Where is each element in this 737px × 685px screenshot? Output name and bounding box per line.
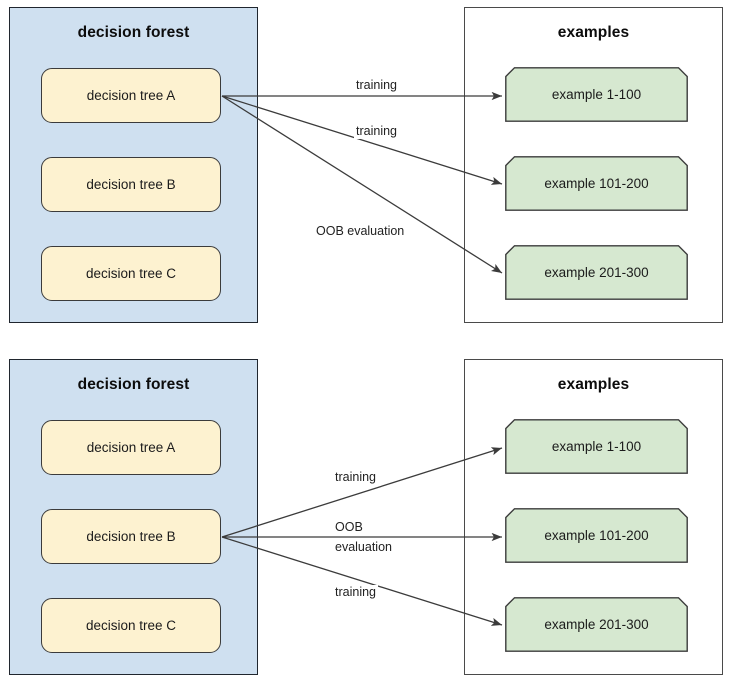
edge-oob-evaluation bbox=[221, 95, 503, 274]
example-box-shape bbox=[505, 508, 688, 563]
tree-box-b[interactable]: decision tree B bbox=[41, 509, 221, 564]
edge-label-training-2: training bbox=[354, 124, 399, 139]
tree-box-c[interactable]: decision tree C bbox=[41, 246, 221, 301]
examples-title: examples bbox=[557, 24, 630, 41]
example-box-2[interactable]: example 101-200 bbox=[505, 156, 688, 211]
edge-label-evaluation: evaluation bbox=[333, 540, 394, 555]
tree-box-b[interactable]: decision tree B bbox=[41, 157, 221, 212]
examples-title: examples bbox=[557, 376, 630, 393]
example-box-shape bbox=[505, 597, 688, 652]
example-box-shape bbox=[505, 67, 688, 122]
example-box-shape bbox=[505, 156, 688, 211]
edge-label-oob: OOB bbox=[333, 520, 365, 535]
edge-label-oob-evaluation: OOB evaluation bbox=[314, 224, 407, 239]
edge-label-training-2: training bbox=[333, 585, 378, 600]
edge-training-2 bbox=[221, 95, 503, 185]
decision-forest-title: decision forest bbox=[77, 376, 190, 393]
tree-box-c-label: decision tree C bbox=[85, 618, 177, 633]
tree-box-a-label: decision tree A bbox=[86, 440, 176, 455]
example-box-3-label: example 201-300 bbox=[544, 265, 649, 280]
tree-box-a[interactable]: decision tree A bbox=[41, 420, 221, 475]
tree-box-c-label: decision tree C bbox=[85, 266, 177, 281]
edge-label-training-1: training bbox=[333, 470, 378, 485]
example-box-1[interactable]: example 1-100 bbox=[505, 419, 688, 474]
diagram-decision-tree-b: decision forest decision tree A decision… bbox=[0, 352, 737, 682]
example-box-3[interactable]: example 201-300 bbox=[505, 597, 688, 652]
example-box-3[interactable]: example 201-300 bbox=[505, 245, 688, 300]
example-box-2-label: example 101-200 bbox=[544, 528, 649, 543]
edge-label-training-1: training bbox=[354, 78, 399, 93]
tree-box-b-label: decision tree B bbox=[86, 529, 176, 544]
tree-box-a[interactable]: decision tree A bbox=[41, 68, 221, 123]
example-box-shape bbox=[505, 419, 688, 474]
tree-box-a-label: decision tree A bbox=[86, 88, 176, 103]
example-box-shape bbox=[505, 245, 688, 300]
decision-forest-title: decision forest bbox=[77, 24, 190, 41]
example-box-1-label: example 1-100 bbox=[551, 87, 642, 102]
example-box-3-label: example 201-300 bbox=[544, 617, 649, 632]
tree-box-b-label: decision tree B bbox=[86, 177, 176, 192]
example-box-2[interactable]: example 101-200 bbox=[505, 508, 688, 563]
example-box-1-label: example 1-100 bbox=[551, 439, 642, 454]
example-box-1[interactable]: example 1-100 bbox=[505, 67, 688, 122]
tree-box-c[interactable]: decision tree C bbox=[41, 598, 221, 653]
example-box-2-label: example 101-200 bbox=[544, 176, 649, 191]
diagram-decision-tree-a: decision forest decision tree A decision… bbox=[0, 0, 737, 330]
